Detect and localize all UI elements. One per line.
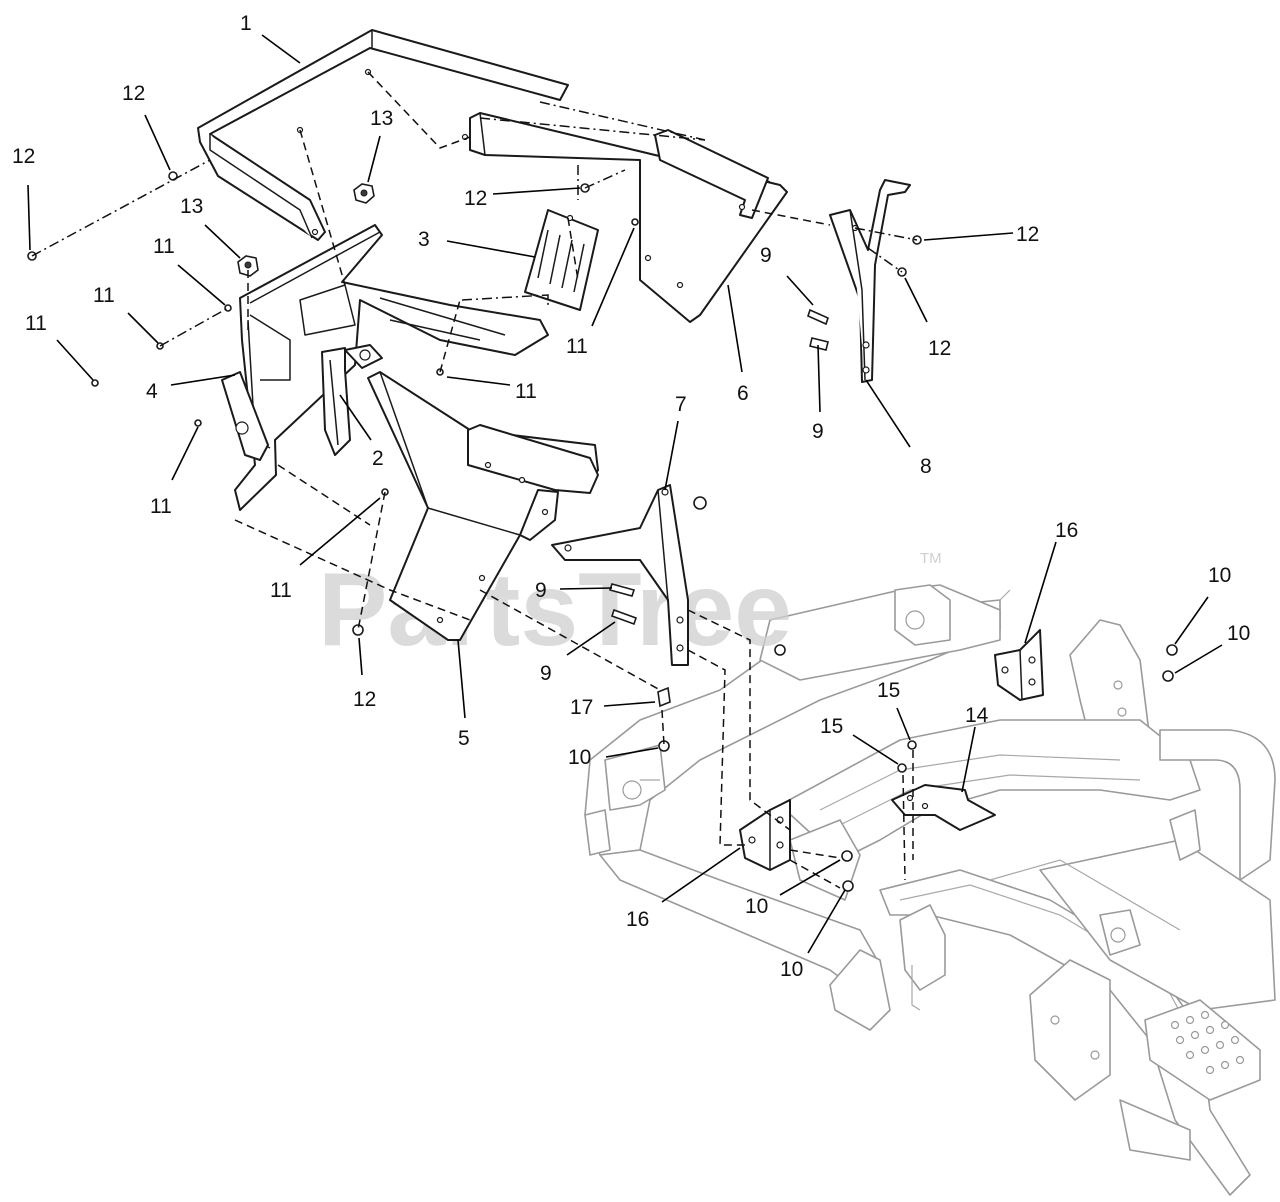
callout-10: 10	[780, 958, 803, 981]
part-15-screw-a	[897, 763, 907, 773]
watermark-brand: PartsTree	[318, 552, 792, 668]
callout-11: 11	[25, 312, 47, 335]
callout-12: 12	[122, 82, 145, 105]
callout-labels: 1 12 12 13 13 11 11 11 12 3 11 11 4 2 11…	[12, 12, 1250, 981]
callout-15: 15	[820, 715, 843, 738]
callout-11: 11	[515, 380, 537, 403]
part-7-nut	[693, 496, 707, 510]
part-1-upper-console-frame	[197, 29, 569, 241]
callout-13: 13	[180, 195, 203, 218]
callout-10: 10	[568, 746, 591, 769]
callout-11: 11	[153, 235, 175, 258]
callout-11: 11	[93, 284, 115, 307]
part-4-left-console-bracket	[221, 224, 549, 511]
callout-1: 1	[240, 12, 252, 35]
part-9-bolt-d	[610, 608, 638, 626]
part-5-lower-side-panel	[367, 371, 599, 641]
callout-12: 12	[464, 187, 487, 210]
callout-16: 16	[626, 908, 649, 931]
part-11-pin-e	[631, 218, 639, 226]
callout-9: 9	[812, 420, 824, 443]
watermark: PartsTree TM	[318, 550, 942, 668]
callout-10: 10	[745, 895, 768, 918]
part-13-nut-lower	[237, 255, 259, 277]
callout-9: 9	[535, 579, 547, 602]
callout-8: 8	[920, 455, 932, 478]
callout-4: 4	[146, 380, 158, 403]
part-14-bracket-plate	[891, 784, 996, 831]
callout-5: 5	[458, 727, 470, 750]
callout-14: 14	[965, 704, 989, 727]
callout-12: 12	[353, 688, 376, 711]
callout-15: 15	[877, 679, 900, 702]
fasteners	[27, 171, 1178, 892]
callout-13: 13	[370, 107, 393, 130]
part-8-rear-bracket	[829, 179, 911, 383]
part-10-nut-e	[1162, 670, 1174, 682]
part-9-bolt-b	[809, 337, 829, 351]
callout-3: 3	[418, 228, 430, 251]
chassis-bolt	[774, 644, 786, 656]
callout-12: 12	[12, 145, 35, 168]
callout-17: 17	[570, 696, 593, 719]
part-13-nut-upper	[353, 183, 375, 204]
part-11-pin-c	[224, 304, 232, 312]
part-10-nut-b	[841, 850, 853, 862]
callout-2: 2	[372, 447, 384, 470]
callout-9: 9	[760, 244, 772, 267]
callout-11: 11	[150, 495, 172, 518]
callout-9: 9	[540, 662, 552, 685]
part-6-right-console-panel	[461, 112, 788, 323]
part-12-screw-f	[352, 624, 364, 636]
callout-11: 11	[566, 335, 588, 358]
part-9-bolt-a	[807, 308, 829, 326]
part-11-pin-d	[194, 419, 202, 427]
callout-12: 12	[928, 337, 951, 360]
part-15-screw-b	[907, 740, 917, 750]
callout-10: 10	[1227, 622, 1250, 645]
callout-16: 16	[1055, 519, 1078, 542]
part-11-pin-a	[91, 379, 99, 387]
assembly-lines	[31, 71, 918, 889]
callout-11: 11	[270, 579, 292, 602]
callout-10: 10	[1208, 564, 1231, 587]
leader-lines	[27, 34, 1223, 954]
part-10-nut-d	[1166, 644, 1178, 656]
part-10-nut-c	[842, 880, 854, 892]
footrest-holes	[1170, 1010, 1245, 1075]
part-2-support-bracket	[321, 344, 383, 456]
part-7-mounting-bracket	[551, 484, 707, 666]
callout-12: 12	[1016, 223, 1039, 246]
part-16-upper-mount-bracket	[994, 629, 1044, 701]
callout-6: 6	[737, 382, 749, 405]
watermark-trademark: TM	[920, 550, 942, 567]
part-17-spacer	[657, 686, 671, 708]
callout-7: 7	[675, 393, 687, 416]
